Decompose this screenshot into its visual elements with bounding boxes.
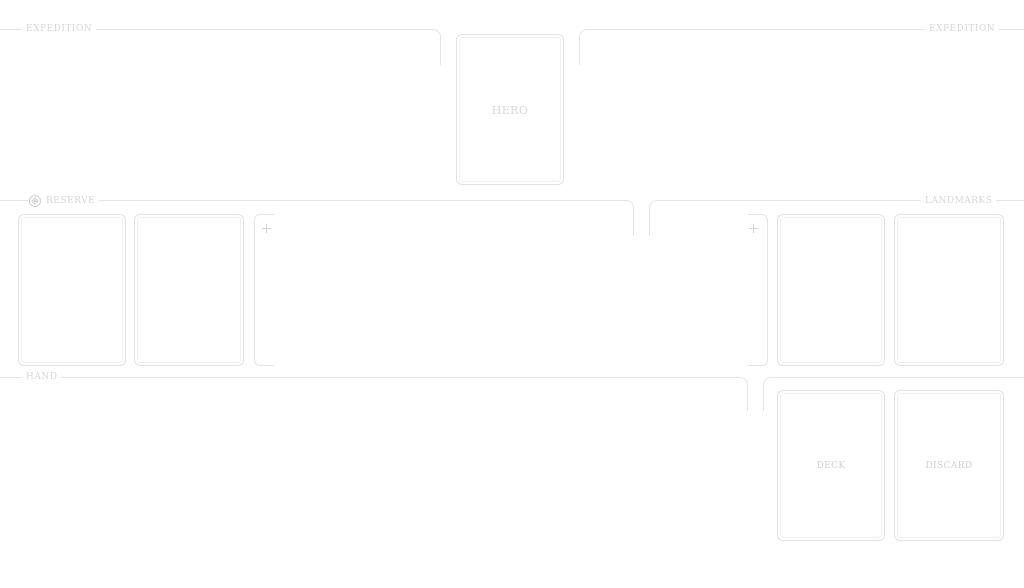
hero-card-slot[interactable]: Hero <box>456 34 564 185</box>
landmarks-zone[interactable] <box>649 200 1004 236</box>
expedition-right-zone[interactable] <box>579 29 1004 65</box>
landmarks-add-icon[interactable] <box>749 224 758 233</box>
deck-card-slot[interactable]: Deck <box>777 390 885 541</box>
landmarks-leadout <box>1000 200 1024 201</box>
reserve-add-icon[interactable] <box>262 224 271 233</box>
deck-area-zone <box>763 377 1024 411</box>
reserve-leadin <box>0 200 24 201</box>
reserve-label: Reserve <box>42 196 100 206</box>
deck-card-label: Deck <box>816 461 846 471</box>
discard-card-slot[interactable]: Discard <box>894 390 1004 541</box>
expedition-right-label: Expedition <box>925 24 1000 34</box>
discard-card-label: Discard <box>925 461 973 471</box>
reserve-zone[interactable] <box>20 200 634 236</box>
reserve-card-slot-1[interactable] <box>18 214 126 366</box>
hand-label: Hand <box>22 372 62 382</box>
landmark-card-slot-2[interactable] <box>894 214 1004 366</box>
reserve-add-zone[interactable] <box>254 214 274 366</box>
expedition-left-leadin <box>0 29 24 30</box>
hero-card-label: Hero <box>491 104 529 117</box>
expedition-left-label: Expedition <box>22 24 97 34</box>
expedition-right-leadout <box>1000 29 1024 30</box>
expedition-left-zone[interactable] <box>20 29 441 65</box>
landmarks-add-zone[interactable] <box>748 214 768 366</box>
hand-zone[interactable] <box>20 377 748 411</box>
reserve-icon <box>28 194 42 208</box>
landmarks-label: Landmarks <box>921 196 997 206</box>
hand-leadin <box>0 377 24 378</box>
reserve-card-slot-2[interactable] <box>134 214 244 366</box>
landmark-card-slot-1[interactable] <box>777 214 885 366</box>
